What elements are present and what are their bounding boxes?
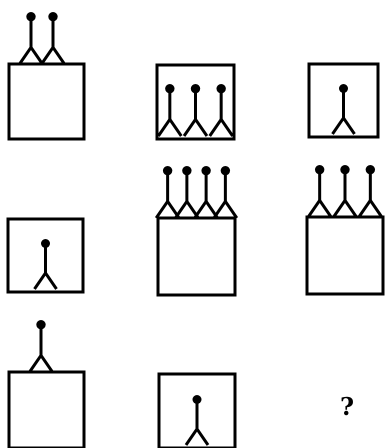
figure-legs	[210, 119, 233, 136]
figure-legs	[214, 201, 237, 218]
figure-legs	[35, 273, 57, 289]
stick-figure	[42, 12, 65, 64]
box	[9, 372, 84, 448]
figure-legs	[333, 118, 355, 134]
figure-legs	[30, 355, 53, 372]
box	[158, 218, 235, 295]
stick-figure	[334, 165, 357, 217]
stick-figure	[210, 84, 233, 136]
stick-figure	[158, 84, 181, 136]
figure-legs	[158, 119, 181, 136]
puzzle-cell	[309, 64, 378, 137]
figure-legs	[359, 200, 382, 217]
puzzle-cell	[307, 165, 383, 294]
stick-figure	[20, 12, 43, 64]
puzzle-cell	[9, 320, 84, 448]
stick-figure	[30, 320, 53, 372]
stick-figure	[195, 166, 218, 218]
stick-figure	[359, 165, 382, 217]
stick-figure	[156, 166, 179, 218]
stick-figure	[184, 84, 207, 136]
stick-figure	[308, 165, 331, 217]
box	[307, 217, 383, 294]
figure-legs	[186, 429, 208, 445]
stick-figure	[35, 239, 57, 289]
question-mark: ?	[340, 392, 354, 421]
stick-figure	[175, 166, 198, 218]
puzzle-cell	[156, 166, 237, 295]
figure-legs	[20, 47, 43, 64]
puzzle-cell	[159, 374, 235, 448]
stick-figure	[333, 84, 355, 134]
stick-figure	[186, 395, 208, 445]
figure-legs	[334, 200, 357, 217]
figure-legs	[184, 119, 207, 136]
stick-figure	[214, 166, 237, 218]
puzzle-cell	[9, 12, 84, 139]
box	[9, 64, 84, 139]
figure-legs	[308, 200, 331, 217]
puzzle-cell	[157, 65, 234, 139]
puzzle-cell	[8, 219, 83, 292]
figure-legs	[42, 47, 65, 64]
